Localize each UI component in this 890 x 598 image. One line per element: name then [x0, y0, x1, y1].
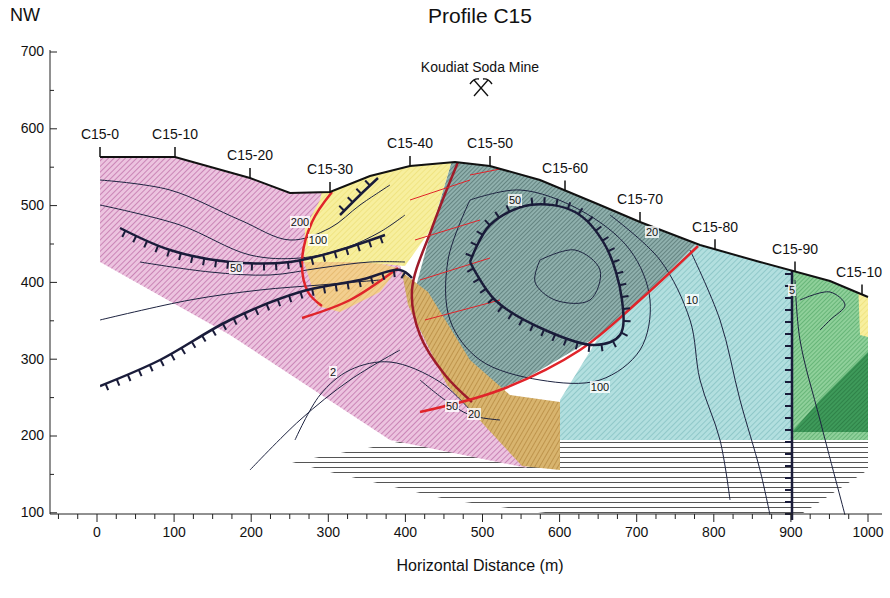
distance-tick-label: 1000: [852, 525, 883, 540]
contour-value: 2: [329, 366, 337, 378]
contour-line: [795, 280, 845, 515]
elevation-tick-label: 400: [21, 275, 44, 290]
ticked-line: [340, 178, 378, 215]
contour-value: 50: [229, 262, 243, 274]
mine-symbol: [470, 79, 492, 96]
contour-value: 200: [290, 216, 310, 228]
distance-tick-label: 200: [240, 525, 263, 540]
station-label: C15-70: [617, 192, 663, 207]
contour-value: 100: [590, 381, 610, 393]
distance-tick-label: 600: [548, 525, 571, 540]
axis-title: Horizontal Distance (m): [396, 557, 563, 575]
station-label: C15-40: [387, 136, 433, 151]
contour-value: 10: [685, 294, 699, 306]
elevation-tick-label: 300: [21, 352, 44, 367]
contour-value: 20: [467, 408, 481, 420]
contact-line: [410, 180, 470, 200]
station-label: C15-60: [542, 161, 588, 176]
contour-line: [610, 215, 730, 500]
contact-line: [302, 268, 398, 318]
elevation-tick-label: 600: [21, 121, 44, 136]
station-label: C15-10: [836, 265, 882, 280]
distance-tick-label: 400: [394, 525, 417, 540]
rock-unit: [402, 272, 560, 470]
topography: [100, 157, 868, 297]
direction-label: NW: [10, 6, 40, 26]
contour-value: 5: [788, 284, 796, 296]
contour-line: [690, 250, 770, 515]
axes: [50, 50, 882, 522]
contour-line: [420, 380, 500, 420]
elevation-tick-label: 500: [21, 198, 44, 213]
ticked-line: [470, 204, 624, 345]
rock-unit: [792, 260, 880, 440]
basement-unit: [292, 432, 868, 515]
rock-unit: [304, 150, 455, 266]
contour-line: [535, 250, 601, 304]
station-label: C15-30: [307, 162, 353, 177]
mine-name: Koudiat Soda Mine: [421, 60, 539, 75]
distance-tick-label: 900: [779, 525, 802, 540]
profile-title: Profile C15: [428, 4, 532, 28]
contour-value: 50: [508, 194, 522, 206]
ticked-line: [120, 228, 385, 264]
station-label: C15-80: [692, 220, 738, 235]
station-label: C15-10: [152, 127, 198, 142]
contact-line: [420, 246, 698, 412]
contour-line: [100, 205, 405, 259]
station-label: C15-50: [467, 136, 513, 151]
geology: [90, 140, 880, 520]
distance-tick-label: 300: [317, 525, 340, 540]
elevation-tick-label: 200: [21, 428, 44, 443]
contour-line: [446, 190, 651, 383]
distance-tick-label: 500: [471, 525, 494, 540]
station-label: C15-90: [772, 242, 818, 257]
elevation-tick-label: 100: [21, 505, 44, 520]
contact-line: [412, 162, 472, 402]
contour-value: 20: [645, 226, 659, 238]
contour-value: 100: [308, 234, 328, 246]
rock-unit: [858, 280, 880, 340]
contact-line: [415, 220, 480, 240]
distance-tick-label: 0: [93, 525, 101, 540]
distance-tick-label: 100: [162, 525, 185, 540]
contour-line: [250, 350, 400, 470]
station-label: C15-0: [81, 127, 119, 142]
distance-tick-label: 800: [702, 525, 725, 540]
distance-tick-label: 700: [625, 525, 648, 540]
station-ticks: [100, 147, 862, 294]
rock-unit: [792, 352, 868, 432]
station-label: C15-20: [227, 148, 273, 163]
contour-value: 50: [445, 400, 459, 412]
contour-line: [800, 292, 845, 330]
ticked-lines: [100, 178, 792, 520]
elevation-tick-label: 700: [21, 44, 44, 59]
ticked-line: [100, 270, 412, 386]
